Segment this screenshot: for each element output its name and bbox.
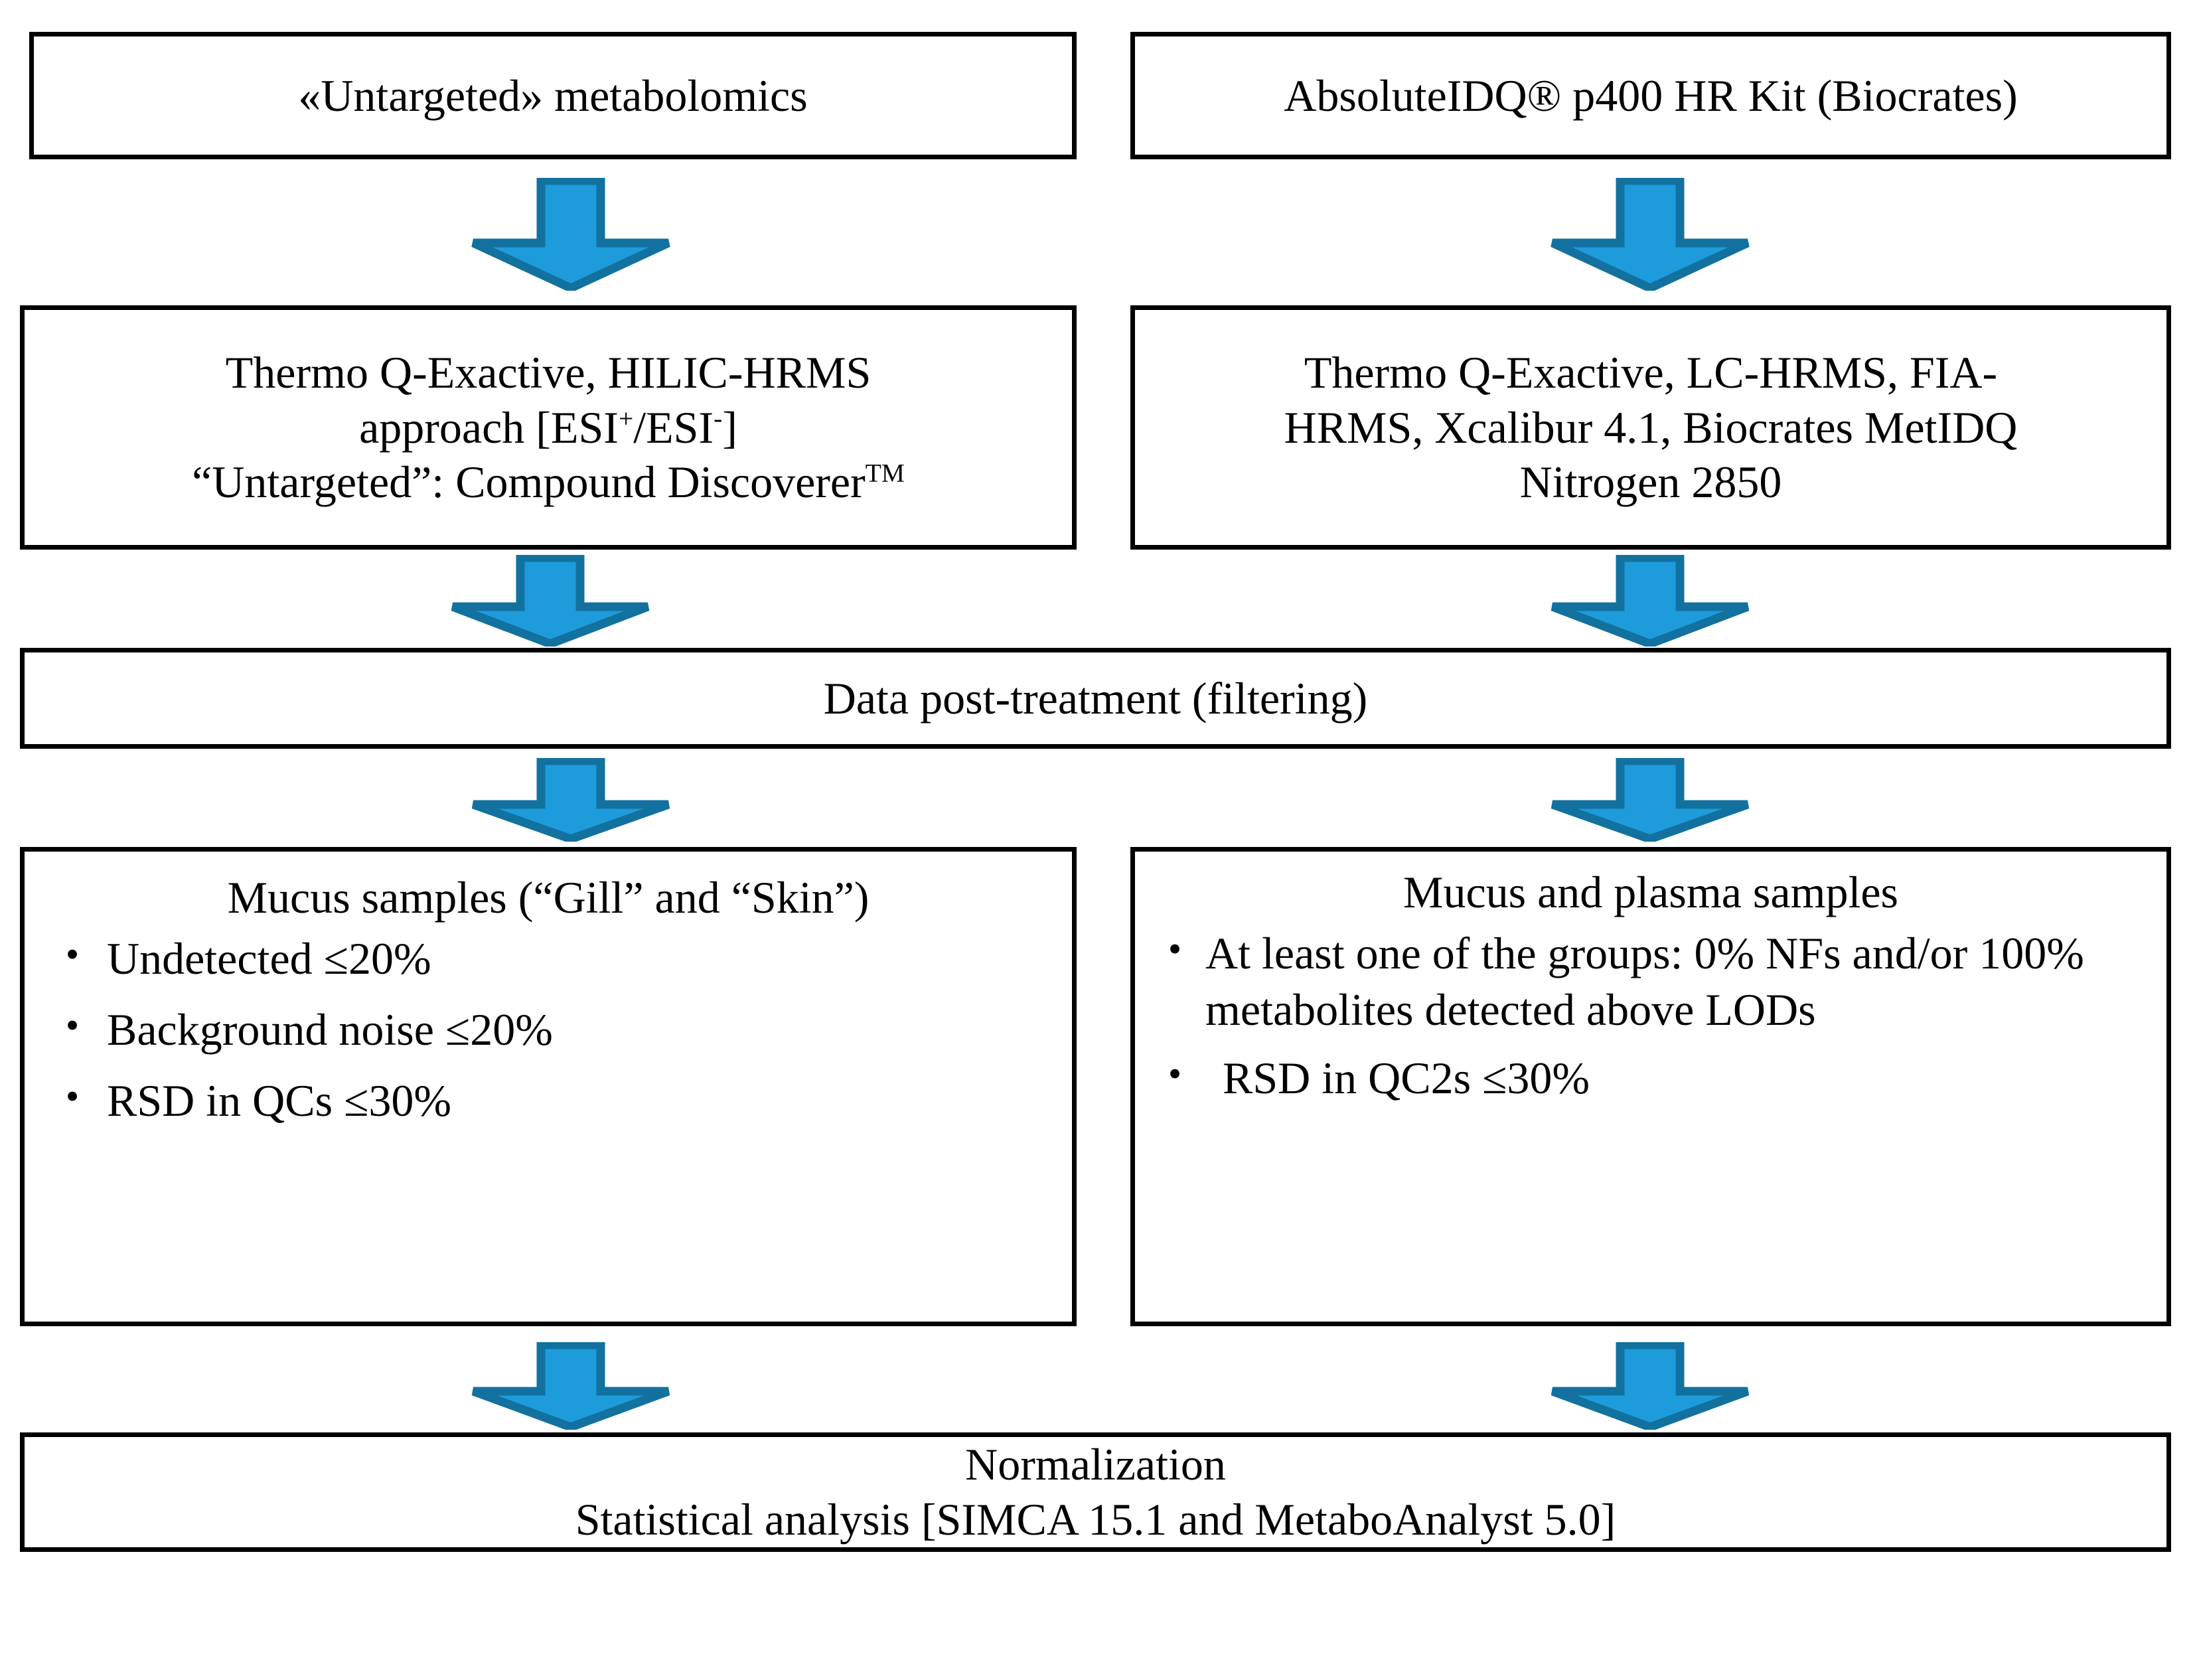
node-data-post-treatment: Data post-treatment (filtering) bbox=[20, 648, 2171, 749]
bullet-icon: • bbox=[1168, 927, 1182, 970]
node-mucus-plasma-samples-filters: Mucus and plasma samples • At least one … bbox=[1130, 847, 2171, 1326]
node-normalization-line2: Statistical analysis [SIMCA 15.1 and Met… bbox=[575, 1494, 1616, 1545]
node-absoluteidq-label: AbsoluteIDQ® p400 HR Kit (Biocrates) bbox=[1284, 70, 2018, 121]
node-hilic-hrms-approach: Thermo Q-Exactive, HILIC-HRMS approach [… bbox=[20, 305, 1077, 550]
node-hilic-trademark: TM bbox=[865, 458, 905, 488]
node-absoluteidq-kit: AbsoluteIDQ® p400 HR Kit (Biocrates) bbox=[1130, 32, 2171, 159]
plasma-bullet-2: RSD in QC2s ≤30% bbox=[1223, 1052, 1590, 1103]
node-hilic-line3: “Untargeted”: Compound DiscovererTM bbox=[192, 455, 905, 510]
arrow-absoluteidq-to-lcfia bbox=[1549, 178, 1752, 291]
mucus-filter-list: • Undetected ≤20% • Background noise ≤20… bbox=[25, 931, 1072, 1144]
list-item: • At least one of the groups: 0% NFs and… bbox=[1144, 925, 2166, 1038]
node-hilic-esi-plus: + bbox=[618, 403, 634, 433]
node-hilic-esi-minus: - bbox=[714, 403, 723, 433]
plasma-bullet-1: At least one of the groups: 0% NFs and/o… bbox=[1205, 927, 2084, 1035]
arrow-lcfia-to-post-treatment bbox=[1549, 555, 1752, 647]
node-hilic-line2-mid: /ESI bbox=[633, 402, 714, 453]
bullet-icon: • bbox=[65, 1074, 80, 1118]
plasma-filter-list: • At least one of the groups: 0% NFs and… bbox=[1135, 925, 2166, 1118]
node-lcfia-line3: Nitrogen 2850 bbox=[1519, 457, 1782, 508]
mucus-bullet-2: Background noise ≤20% bbox=[107, 1004, 553, 1055]
arrow-plasma-to-normalization bbox=[1549, 1342, 1752, 1430]
node-post-treatment-label: Data post-treatment (filtering) bbox=[823, 672, 1368, 724]
list-item: • RSD in QCs ≤30% bbox=[38, 1073, 1072, 1129]
node-lcfia-line1: Thermo Q-Exactive, LC-HRMS, FIA- bbox=[1304, 346, 1998, 398]
mucus-bullet-3: RSD in QCs ≤30% bbox=[107, 1075, 452, 1126]
arrow-untargeted-to-hilic bbox=[469, 178, 672, 291]
node-plasma-title: Mucus and plasma samples bbox=[1403, 867, 1898, 917]
arrow-post-treatment-to-plasma bbox=[1549, 758, 1752, 842]
node-untargeted-metabolomics: «Untargeted» metabolomics bbox=[29, 32, 1077, 159]
list-item: • Background noise ≤20% bbox=[38, 1002, 1072, 1058]
node-hilic-line1: Thermo Q-Exactive, HILIC-HRMS bbox=[225, 346, 871, 398]
node-hilic-line2-post: ] bbox=[722, 402, 737, 453]
node-mucus-samples-filters: Mucus samples (“Gill” and “Skin”) • Unde… bbox=[20, 847, 1077, 1326]
arrow-post-treatment-to-mucus bbox=[469, 758, 672, 842]
node-normalization-statistics: Normalization Statistical analysis [SIMC… bbox=[20, 1432, 2171, 1552]
arrow-hilic-to-post-treatment bbox=[449, 555, 652, 647]
bullet-icon: • bbox=[65, 1003, 80, 1047]
node-normalization-line1: Normalization bbox=[965, 1439, 1226, 1490]
node-untargeted-label: «Untargeted» metabolomics bbox=[298, 70, 808, 121]
bullet-icon: • bbox=[65, 932, 80, 976]
node-hilic-line3-pre: “Untargeted”: Compound Discoverer bbox=[192, 457, 866, 508]
node-lc-fia-hrms-metidq: Thermo Q-Exactive, LC-HRMS, FIA- HRMS, X… bbox=[1130, 305, 2171, 550]
node-mucus-title: Mucus samples (“Gill” and “Skin”) bbox=[227, 872, 870, 923]
arrow-mucus-to-normalization bbox=[469, 1342, 672, 1430]
list-item: • RSD in QC2s ≤30% bbox=[1144, 1050, 2166, 1107]
mucus-bullet-1: Undetected ≤20% bbox=[107, 933, 431, 984]
bullet-icon: • bbox=[1168, 1051, 1182, 1095]
node-hilic-line2: approach [ESI+/ESI-] bbox=[359, 400, 737, 455]
node-lcfia-line2: HRMS, Xcalibur 4.1, Biocrates MetIDQ bbox=[1284, 402, 2018, 453]
list-item: • Undetected ≤20% bbox=[38, 931, 1072, 987]
node-hilic-line2-pre: approach [ESI bbox=[359, 402, 619, 453]
